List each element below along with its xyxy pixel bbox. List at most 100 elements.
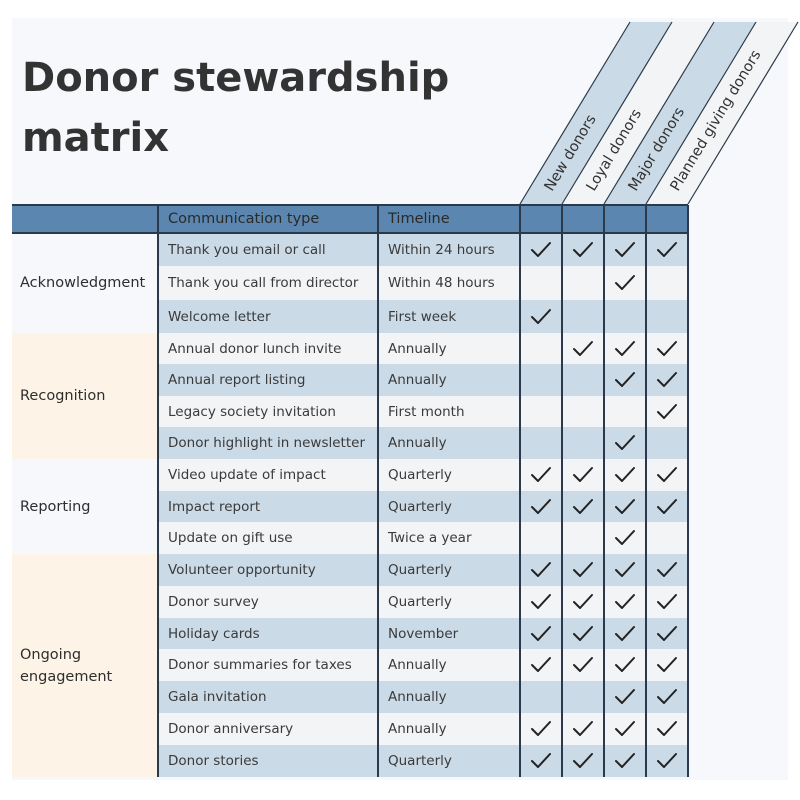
column-divider (603, 205, 605, 777)
table-row: Annual donor lunch invite Annually (158, 333, 688, 364)
check-cell-loyal-donors (562, 333, 604, 364)
communication-type-cell: Donor survey (168, 594, 259, 610)
check-cell-planned-giving-donors (646, 522, 688, 554)
table-row: Volunteer opportunity Quarterly (158, 554, 688, 586)
check-cell-planned-giving-donors (646, 554, 688, 586)
check-cell-major-donors (604, 713, 646, 745)
header-border (12, 232, 688, 234)
checkmark-icon (531, 721, 551, 736)
column-divider (519, 205, 521, 777)
check-cell-major-donors (604, 459, 646, 491)
checkmark-icon (615, 657, 635, 672)
check-cell-planned-giving-donors (646, 459, 688, 491)
check-cell-loyal-donors (562, 300, 604, 333)
checkmark-icon (531, 625, 551, 641)
check-cell-loyal-donors (562, 713, 604, 745)
check-cell-new-donors (520, 300, 562, 333)
checkmark-icon (657, 753, 677, 768)
check-cell-new-donors (520, 522, 562, 554)
checkmark-icon (657, 594, 677, 609)
column-divider (157, 205, 159, 777)
check-cell-major-donors (604, 364, 646, 396)
check-cell-loyal-donors (562, 681, 604, 713)
check-cell-new-donors (520, 618, 562, 649)
check-cell-new-donors (520, 364, 562, 396)
communication-type-cell: Volunteer opportunity (168, 562, 316, 578)
timeline-cell: Twice a year (388, 530, 472, 546)
check-cell-new-donors (520, 459, 562, 491)
checkmark-icon (657, 689, 677, 704)
column-band-loyal-donors (562, 22, 714, 204)
column-band-edge (519, 21, 631, 205)
check-cell-loyal-donors (562, 266, 604, 300)
column-divider (377, 205, 379, 777)
check-cell-planned-giving-donors (646, 300, 688, 333)
check-cell-major-donors (604, 491, 646, 522)
check-cell-new-donors (520, 713, 562, 745)
checkmark-icon (531, 308, 551, 324)
timeline-cell: Quarterly (388, 467, 452, 483)
check-cell-loyal-donors (562, 745, 604, 777)
table-row: Video update of impact Quarterly (158, 459, 688, 491)
checkmark-icon (573, 340, 593, 356)
check-cell-planned-giving-donors (646, 618, 688, 649)
checkmark-icon (573, 498, 593, 514)
group-label: Acknowledgment (12, 233, 158, 333)
header-planned-giving-cell (646, 205, 688, 233)
checkmark-icon (615, 562, 635, 577)
check-cell-planned-giving-donors (646, 396, 688, 427)
checkmark-icon (615, 498, 635, 514)
checkmark-icon (573, 625, 593, 641)
column-band-edge (687, 21, 799, 205)
page-title: Donor stewardship matrix (22, 48, 492, 168)
check-cell-major-donors (604, 266, 646, 300)
timeline-cell: First month (388, 403, 465, 420)
communication-type-cell: Video update of impact (168, 467, 326, 483)
check-cell-major-donors (604, 396, 646, 427)
check-cell-loyal-donors (562, 586, 604, 618)
checkmark-icon (573, 467, 593, 482)
column-band-new-donors (520, 22, 672, 204)
check-cell-major-donors (604, 554, 646, 586)
timeline-cell: Annually (388, 372, 447, 388)
communication-type-cell: Donor summaries for taxes (168, 657, 352, 673)
header-loyal-donors-cell (562, 205, 604, 233)
timeline-cell: Quarterly (388, 562, 452, 578)
timeline-cell: Quarterly (388, 753, 452, 769)
checkmark-icon (657, 721, 677, 736)
checkmark-icon (531, 562, 551, 577)
check-cell-loyal-donors (562, 618, 604, 649)
check-cell-loyal-donors (562, 649, 604, 681)
communication-type-cell: Annual donor lunch invite (168, 340, 342, 357)
checkmark-icon (573, 241, 593, 257)
group-label: Ongoing engagement (12, 554, 158, 777)
check-cell-major-donors (604, 586, 646, 618)
check-cell-major-donors (604, 300, 646, 333)
check-cell-new-donors (520, 427, 562, 459)
timeline-cell: Annually (388, 340, 447, 357)
check-cell-loyal-donors (562, 522, 604, 554)
check-cell-new-donors (520, 554, 562, 586)
check-cell-loyal-donors (562, 233, 604, 266)
checkmark-icon (531, 657, 551, 672)
group-label: Reporting (12, 459, 158, 554)
checkmark-icon (573, 562, 593, 577)
timeline-cell: Quarterly (388, 594, 452, 610)
check-cell-planned-giving-donors (646, 233, 688, 266)
timeline-cell: Annually (388, 435, 447, 451)
checkmark-icon (657, 657, 677, 672)
check-cell-loyal-donors (562, 396, 604, 427)
column-divider (645, 205, 647, 777)
table-header-row: Communication type Timeline (12, 205, 688, 233)
column-band-planned-giving-donors (646, 22, 798, 204)
check-cell-major-donors (604, 427, 646, 459)
header-blank-cell (12, 205, 158, 233)
